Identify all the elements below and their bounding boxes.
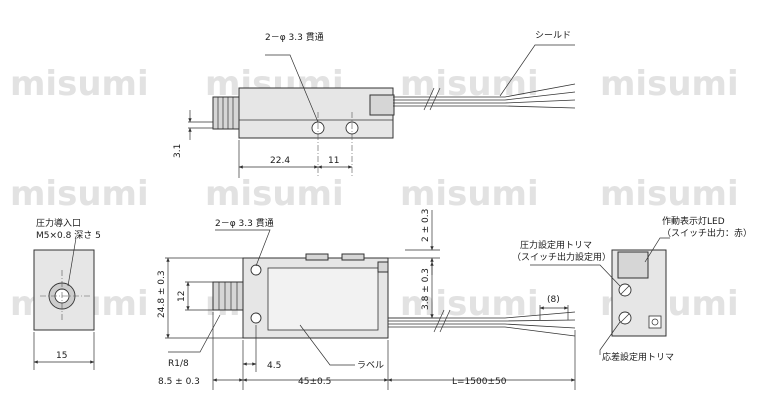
led-window (377, 261, 389, 273)
top-dim-hole-pitch: 11 (328, 156, 339, 166)
front-tab (341, 253, 365, 261)
top-hole-label: 2－φ 3.3 貫通 (265, 32, 324, 43)
port-label: 圧力導入口 (36, 217, 81, 229)
pressure-trimmer-label: 圧力設定用トリマ (520, 239, 592, 251)
led-note: （スイッチ出力：赤） (662, 227, 752, 239)
front-dim-port-len: 8.5 ± 0.3 (158, 377, 200, 387)
front-dim-body-len: 45±0.5 (298, 377, 331, 387)
front-mount-hole (250, 312, 262, 324)
pressure-trimmer-note: （スイッチ出力設定用） (512, 251, 611, 263)
led-label: 作動表示灯LED (662, 215, 725, 227)
front-hole-label: 2－φ 3.3 貫通 (215, 218, 274, 229)
top-dim-hole-pos: 22.4 (270, 156, 290, 166)
top-dim-height: 3.1 (173, 144, 183, 158)
right-cable-gland (617, 251, 649, 279)
side-view (33, 237, 95, 370)
front-mount-hole (250, 264, 262, 276)
front-view (165, 210, 576, 390)
watermark: misumi (10, 64, 149, 104)
side-dim-width: 15 (56, 351, 67, 361)
front-tab (305, 253, 329, 261)
cable-gland (369, 94, 395, 116)
front-dim-top: 2 ± 0.3 (421, 209, 431, 242)
watermark: misumi (600, 64, 739, 104)
front-port-fitting (212, 281, 244, 311)
label-area (267, 267, 379, 331)
front-dim-hole-x: 4.5 (267, 361, 281, 371)
right-led (648, 315, 662, 329)
port-fitting (212, 96, 240, 130)
shield-label: シールド (535, 31, 571, 41)
diff-trimmer-label: 応差設定用トリマ (602, 351, 674, 363)
front-dim-cable-len: L=1500±50 (452, 377, 507, 387)
label-text: ラベル (357, 360, 384, 371)
right-view (530, 237, 670, 355)
watermark: misumi (205, 174, 344, 214)
top-view (188, 44, 576, 178)
watermark: misumi (10, 174, 149, 214)
front-dim-height: 24.8 ± 0.3 (157, 270, 167, 318)
watermark: misumi (400, 174, 539, 214)
front-dim-cable-strip: (8) (547, 295, 560, 305)
watermark: misumi (600, 174, 739, 214)
front-dim-port-center: 12 (177, 291, 187, 302)
port-spec: M5×0.8 深さ 5 (36, 230, 101, 241)
front-dim-led-offset: 3.8 ± 0.3 (421, 268, 431, 310)
thread-label: R1/8 (168, 359, 189, 369)
